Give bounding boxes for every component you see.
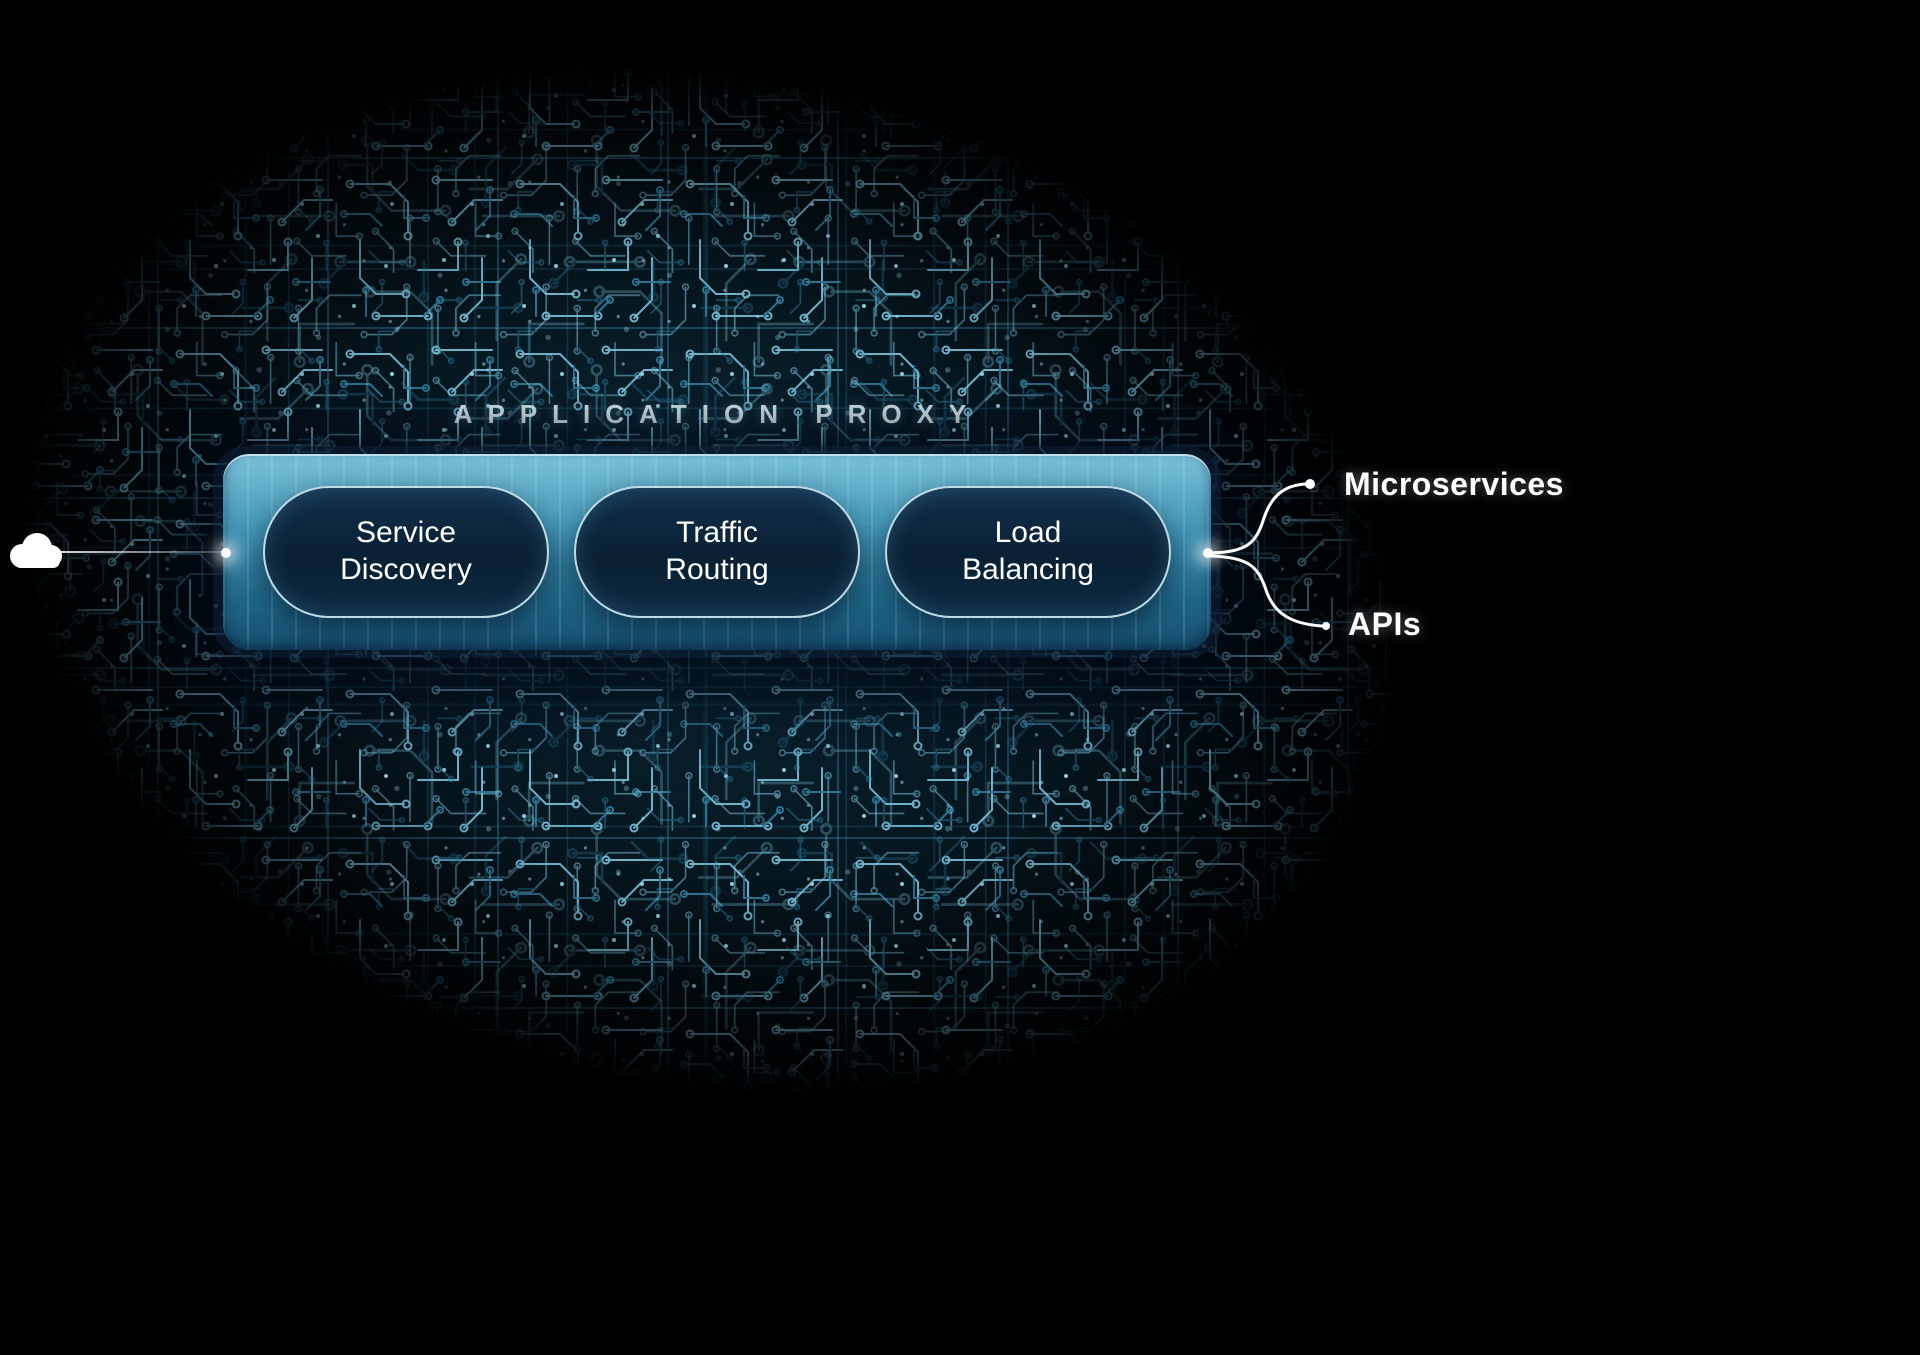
application-proxy-bar: Service Discovery Traffic Routing Load B…	[223, 454, 1211, 650]
connector-cloud-to-proxy	[58, 551, 228, 553]
application-proxy-bar-frame: Service Discovery Traffic Routing Load B…	[213, 446, 1221, 658]
cloud-icon	[4, 526, 68, 579]
node-load-balancing: Load Balancing	[885, 486, 1171, 618]
label-microservices: Microservices	[1344, 466, 1564, 502]
node-traffic-routing: Traffic Routing	[574, 486, 860, 618]
node-service-discovery: Service Discovery	[263, 486, 549, 618]
glow-dot-ingress	[221, 548, 231, 558]
node-traffic-routing-label: Traffic Routing	[665, 516, 769, 586]
label-apis: APIs	[1348, 606, 1422, 642]
application-proxy-title: APPLICATION PROXY	[453, 399, 982, 429]
node-service-discovery-label: Service Discovery	[340, 516, 472, 586]
node-load-balancing-label: Load Balancing	[962, 516, 1094, 586]
glow-dot-egress	[1203, 548, 1213, 558]
